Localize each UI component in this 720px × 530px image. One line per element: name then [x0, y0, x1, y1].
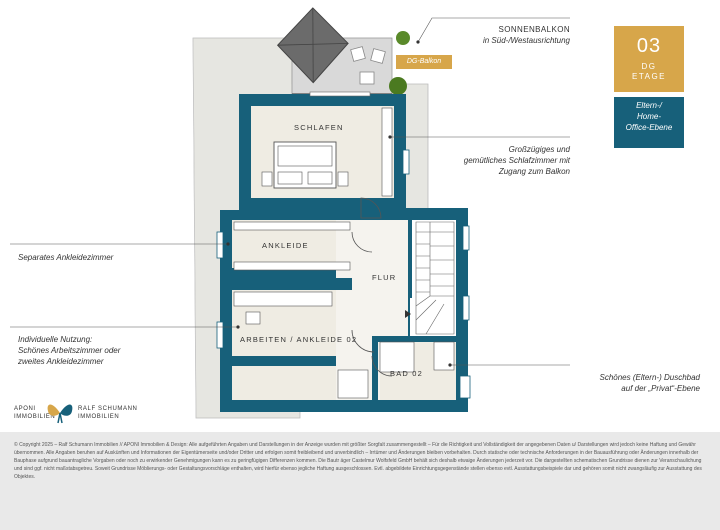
- logo-line: APONI: [14, 406, 36, 412]
- callout-text: auf der „Privat“-Ebene: [621, 384, 700, 393]
- usage-badge: Eltern-/ Home- Office-Ebene: [614, 97, 684, 148]
- room-label-flur: FLUR: [372, 273, 397, 282]
- callout-text: SONNENBALKON: [498, 25, 570, 34]
- window: [462, 225, 470, 251]
- balcony-chair: [370, 48, 386, 64]
- floor-plan: [10, 7, 570, 419]
- callout-dot: [448, 363, 452, 367]
- callout-text: Großzügiges und: [508, 145, 570, 154]
- window: [216, 321, 224, 349]
- room-label-ankleide: ANKLEIDE: [262, 241, 309, 250]
- door-swing: [371, 355, 393, 377]
- washbasin: [433, 341, 455, 371]
- balcony-chair: [350, 46, 366, 62]
- callout-text: Schönes Arbeitszimmer oder: [18, 346, 121, 355]
- room-label-arbeiten: ARBEITEN / ANKLEIDE 02: [240, 335, 358, 344]
- usage-line: Eltern-/: [636, 101, 662, 110]
- window: [459, 375, 471, 399]
- footer-disclaimer: © Copyright 2025 – Ralf Schumann Immobil…: [14, 442, 702, 480]
- plant-icon: [389, 77, 407, 95]
- door-swing: [351, 231, 373, 253]
- logo-line: IMMOBILIEN: [14, 414, 56, 420]
- callout-text: Separates Ankleidezimmer: [18, 253, 114, 262]
- usage-line: Home-: [636, 112, 661, 121]
- nightstand: [261, 171, 273, 187]
- callout-ankleide: Separates Ankleidezimmer: [18, 252, 113, 263]
- room-label-schlafen: SCHLAFEN: [294, 123, 344, 132]
- staircase: [415, 221, 455, 335]
- shower: [379, 341, 415, 373]
- bed-icon: [273, 141, 337, 189]
- window: [402, 149, 410, 175]
- callout-dot: [416, 40, 420, 44]
- window: [462, 295, 470, 321]
- callout-arbeiten: Individuelle Nutzung: Schönes Arbeitszim…: [18, 334, 120, 367]
- callout-bad: Schönes (Eltern-) Duschbad auf der „Priv…: [560, 372, 701, 394]
- door-swing: [351, 329, 375, 353]
- balcony-tag: DG-Balkon: [396, 55, 452, 69]
- logo-line: IMMOBILIEN: [78, 414, 120, 420]
- callout-text: gemütliches Schlafzimmer mit: [463, 156, 570, 165]
- callout-balkon: SONNENBALKON in Süd-/Westausrichtung: [470, 24, 570, 46]
- callout-lines: [10, 17, 570, 366]
- nightstand: [337, 171, 349, 187]
- wardrobe: [381, 107, 393, 197]
- usage-line: Office-Ebene: [625, 123, 673, 132]
- office-chair: [245, 311, 261, 325]
- toilet: [337, 369, 369, 399]
- balcony-door: [309, 91, 371, 97]
- balcony-chair: [359, 71, 375, 85]
- logo-line: RALF SCHUMANN: [78, 406, 138, 412]
- logo-text-right: RALF SCHUMANN IMMOBILIEN: [78, 405, 137, 421]
- room-label-bad: BAD 02: [390, 369, 424, 378]
- callout-text: Schönes (Eltern-) Duschbad: [599, 373, 701, 382]
- umbrella-icon: [276, 7, 349, 84]
- callout-dot: [236, 325, 240, 329]
- floor-level: DG ETAGE: [614, 62, 684, 82]
- window: [216, 231, 224, 259]
- stair-arrow-icon: [405, 310, 411, 318]
- company-logo: APONI IMMOBILIEN RALF SCHUMANN IMMOBILIE…: [14, 399, 144, 429]
- logo-text-left: APONI IMMOBILIEN: [14, 405, 55, 421]
- callout-text: in Süd-/Westausrichtung: [482, 36, 570, 45]
- callout-schlafen: Großzügiges und gemütliches Schlafzimmer…: [440, 144, 570, 177]
- butterfly-logo-icon: [47, 404, 73, 424]
- callout-text: Zugang zum Balkon: [498, 167, 570, 176]
- callout-text: zweites Ankleidezimmer: [18, 357, 104, 366]
- door-swing: [360, 197, 382, 219]
- wardrobe: [233, 221, 351, 231]
- callout-dot: [226, 242, 230, 246]
- floor-level-line: DG: [641, 62, 657, 71]
- desk: [233, 291, 333, 307]
- floor-level-line: ETAGE: [631, 72, 667, 81]
- footer-background: [0, 432, 720, 530]
- callout-dot: [388, 135, 392, 139]
- floor-badge: 03 DG ETAGE: [614, 26, 684, 92]
- wardrobe: [233, 261, 351, 271]
- callout-text: Individuelle Nutzung:: [18, 335, 93, 344]
- floor-number: 03: [636, 35, 662, 57]
- plant-icon: [396, 31, 410, 45]
